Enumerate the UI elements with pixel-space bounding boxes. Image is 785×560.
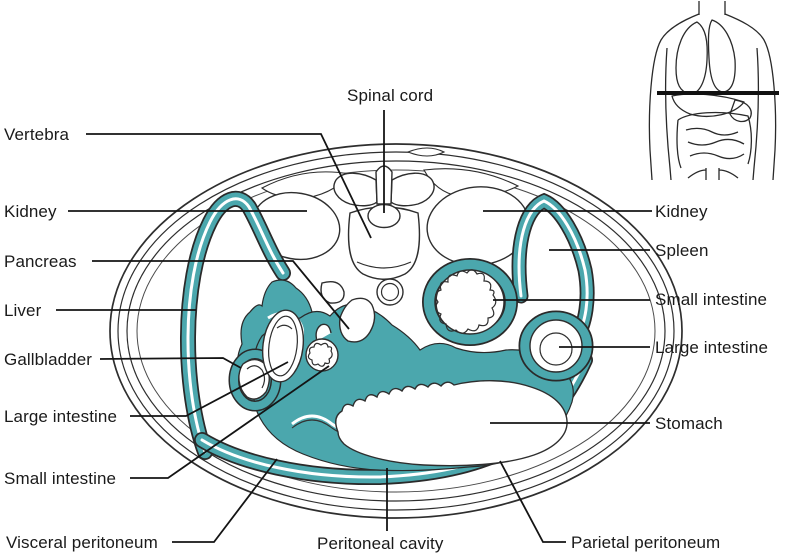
label-peritoneal-cavity: Peritoneal cavity [317, 534, 444, 553]
small-intestine-right-shape [422, 258, 518, 346]
label-gallbladder: Gallbladder [4, 350, 93, 369]
torso-inset [648, 1, 779, 181]
leader-parietal-peritoneum [499, 460, 566, 543]
label-small-intestine-left: Small intestine [4, 469, 117, 488]
large-intestine-right-shape [518, 310, 594, 382]
label-kidney-right: Kidney [655, 202, 708, 221]
label-stomach: Stomach [655, 414, 723, 433]
leader-pancreas [92, 260, 350, 330]
label-vertebra: Vertebra [4, 125, 70, 144]
label-pancreas: Pancreas [4, 252, 77, 271]
label-large-intestine-left: Large intestine [4, 407, 118, 426]
label-kidney-left: Kidney [4, 202, 57, 221]
pancreas-shape [338, 297, 376, 343]
label-spleen: Spleen [655, 241, 709, 260]
label-spinal-cord: Spinal cord [347, 86, 434, 105]
leader-vertebra [86, 133, 372, 239]
leader-small-intestine-left [130, 365, 330, 479]
leader-gallbladder [99, 357, 242, 369]
stomach-shape [335, 380, 568, 467]
blood-vessels [320, 278, 404, 306]
small-intestine-left-shape [305, 323, 339, 372]
leader-visceral-peritoneum [172, 458, 278, 543]
label-large-intestine-right: Large intestine [655, 338, 769, 357]
label-liver: Liver [4, 301, 42, 320]
large-intestine-left-shape [261, 309, 305, 383]
label-parietal-peritoneum: Parietal peritoneum [571, 533, 721, 552]
leader-lines [56, 110, 652, 543]
label-visceral-peritoneum: Visceral peritoneum [6, 533, 158, 552]
leader-large-intestine-left [130, 361, 289, 417]
label-small-intestine-right: Small intestine [655, 290, 768, 309]
